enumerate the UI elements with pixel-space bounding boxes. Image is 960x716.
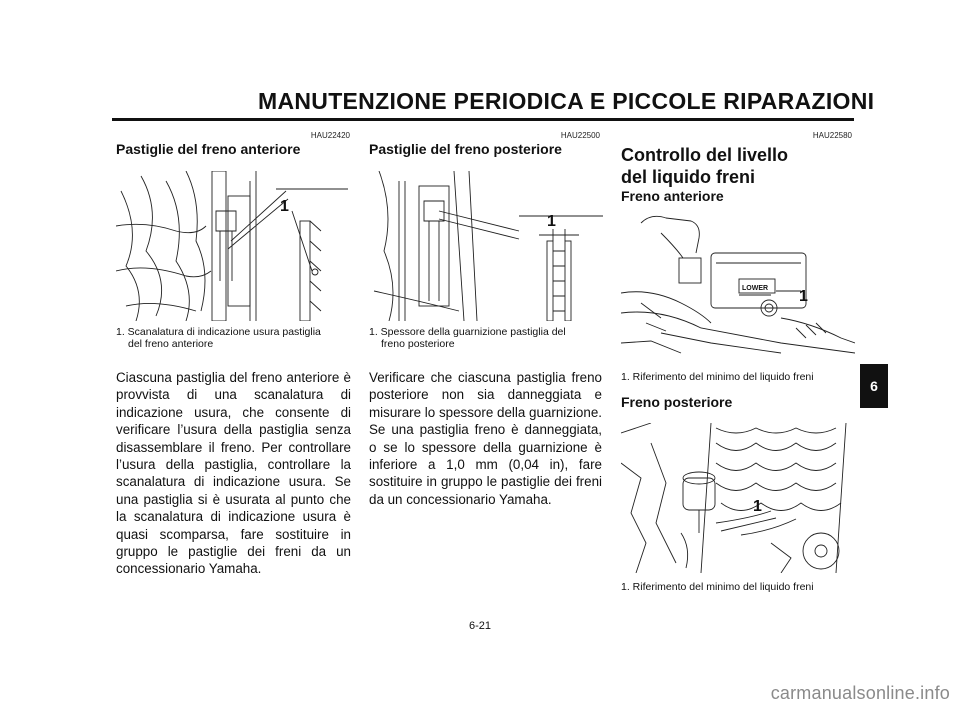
page-number: 6-21: [468, 620, 492, 632]
reservoir-lower-label: LOWER: [742, 285, 768, 292]
subsection-heading: Freno posteriore: [621, 394, 733, 410]
front-brake-reservoir-illustration: LOWER 1: [620, 215, 856, 354]
section-code: HAU22420: [310, 131, 350, 140]
rear-brake-reservoir-figure: 1: [620, 422, 856, 574]
heading-line: Controllo del livello: [621, 145, 789, 165]
caption-line: 1. Scanalatura di indicazione usura past…: [116, 326, 321, 338]
figure-caption: 1. Spessore della guarnizione pastiglia …: [369, 326, 609, 350]
figure-callout: 1: [799, 288, 808, 305]
caption-line: 1. Spessore della guarnizione pastiglia …: [369, 326, 566, 338]
figure-callout: 1: [280, 198, 289, 215]
front-brake-pad-figure: 1: [115, 170, 353, 322]
section-code: HAU22580: [812, 131, 852, 140]
figure-callout: 1: [753, 498, 762, 515]
front-brake-pad-illustration: 1: [115, 170, 348, 322]
section-code: HAU22500: [560, 131, 600, 140]
caption-line: del freno anteriore: [128, 338, 214, 350]
chapter-tab: 6: [860, 364, 888, 408]
watermark: carmanualsonline.info: [770, 683, 950, 703]
page-header-title: MANUTENZIONE PERIODICA E PICCOLE RIPARAZ…: [258, 88, 875, 114]
figure-caption: 1. Scanalatura di indicazione usura past…: [116, 326, 356, 350]
section-heading: Pastiglie del freno posteriore: [369, 141, 562, 157]
body-paragraph: Ciascuna pastiglia del freno anteriore è…: [116, 370, 351, 577]
header-rule: [112, 118, 854, 121]
figure-caption: 1. Riferimento del minimo del liquido fr…: [621, 581, 814, 593]
caption-line: freno posteriore: [381, 338, 455, 350]
section-heading: Controllo del livello del liquido freni: [621, 144, 788, 188]
front-brake-reservoir-figure: LOWER 1: [620, 212, 856, 362]
rear-brake-reservoir-illustration: 1: [620, 422, 847, 574]
rear-brake-pad-figure: 1: [368, 170, 604, 322]
body-paragraph: Verificare che ciascuna pastiglia freno …: [369, 370, 602, 507]
subsection-heading: Freno anteriore: [621, 188, 724, 204]
rear-brake-pad-illustration: 1: [373, 170, 603, 322]
heading-line: del liquido freni: [621, 167, 755, 187]
figure-caption: 1. Riferimento del minimo del liquido fr…: [621, 371, 814, 383]
figure-callout: 1: [547, 213, 556, 230]
section-heading: Pastiglie del freno anteriore: [116, 141, 301, 157]
